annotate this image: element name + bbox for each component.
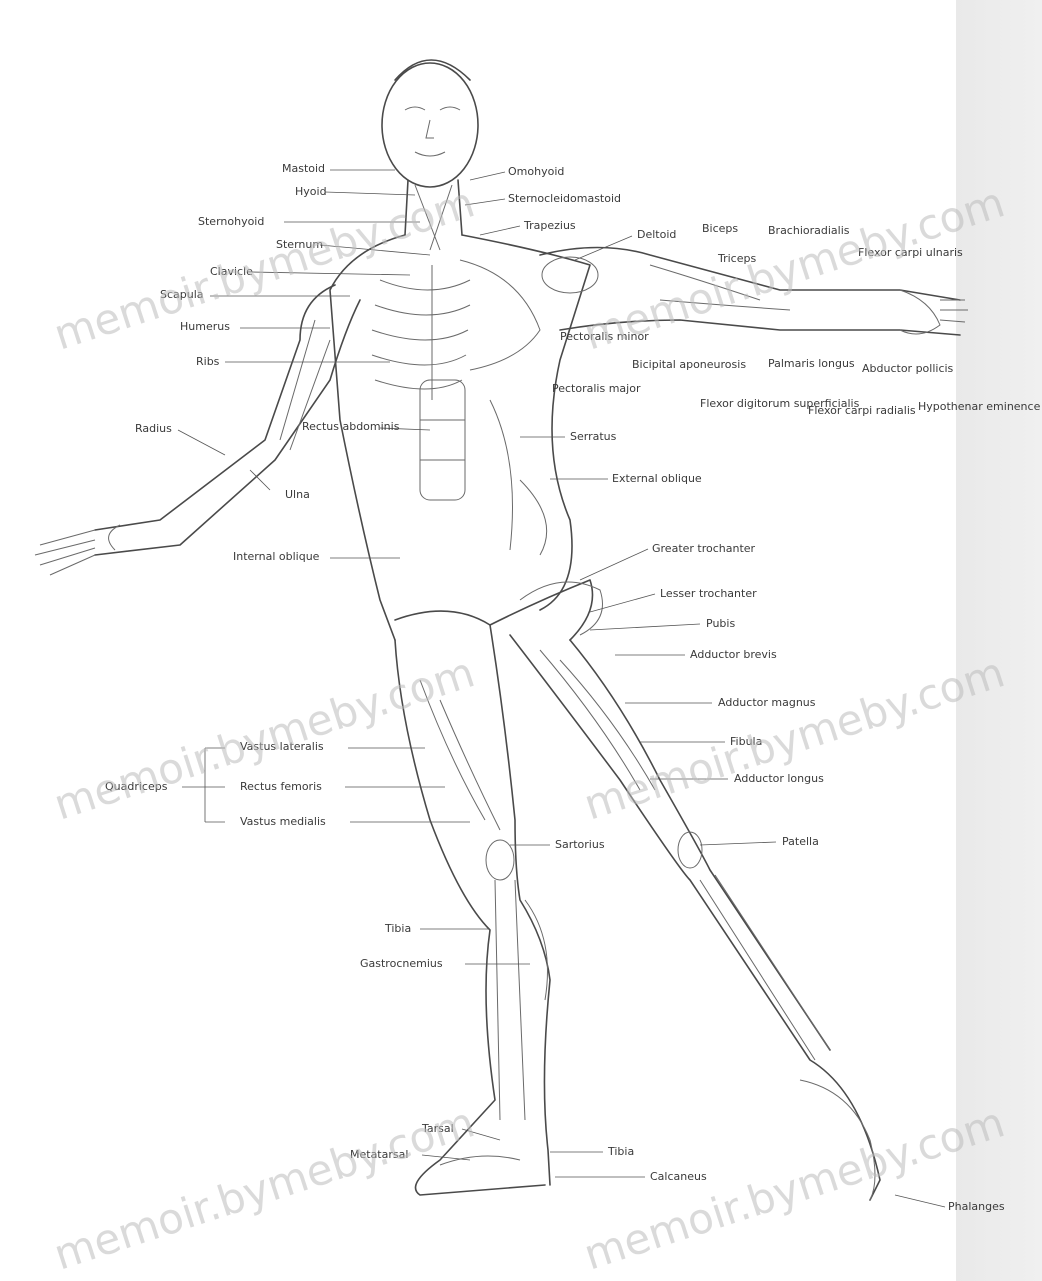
watermark-5: memoir.bymeby.com: [48, 1097, 480, 1279]
watermark-1: memoir.bymeby.com: [48, 177, 480, 359]
watermark-3: memoir.bymeby.com: [48, 647, 480, 829]
watermark-4: memoir.bymeby.com: [578, 647, 1010, 829]
watermark-2: memoir.bymeby.com: [578, 177, 1010, 359]
watermark-6: memoir.bymeby.com: [578, 1097, 1010, 1279]
